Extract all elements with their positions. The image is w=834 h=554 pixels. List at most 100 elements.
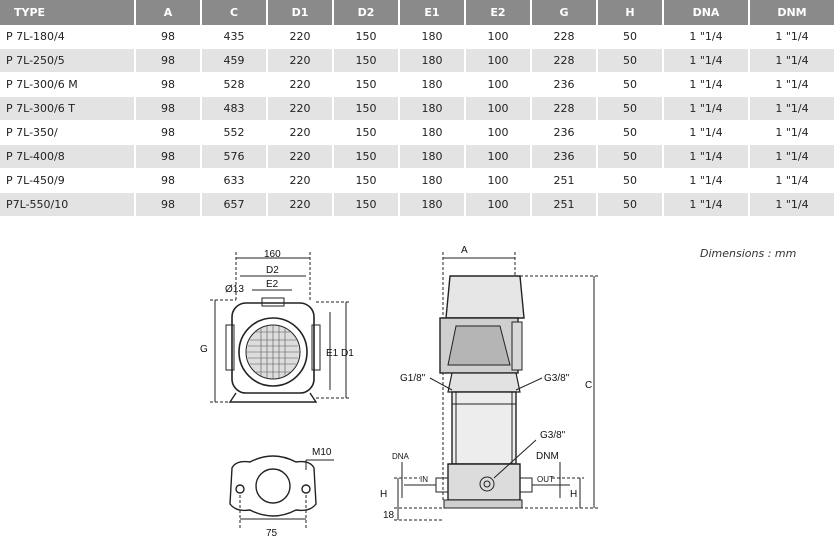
- table-cell-dna: 1 "1/4: [663, 25, 750, 49]
- table-cell-e2: 100: [465, 96, 532, 121]
- table-cell-d2: 150: [333, 25, 400, 49]
- table-cell-g: 236: [531, 144, 598, 169]
- table-cell-c: 528: [201, 72, 268, 97]
- flange-view: [229, 455, 334, 528]
- table-cell-g: 251: [531, 192, 598, 217]
- table-cell-e2: 100: [465, 144, 532, 169]
- table-cell-type: P 7L-400/8: [0, 144, 136, 169]
- table-cell-g: 228: [531, 48, 598, 73]
- label-g38-top: G3/8": [544, 373, 570, 384]
- label-160: 160: [264, 249, 281, 260]
- table-cell-a: 98: [135, 168, 202, 193]
- table-cell-e1: 180: [399, 192, 466, 217]
- table-cell-d2: 150: [333, 168, 400, 193]
- table-cell-dnm: 1 "1/4: [749, 72, 834, 97]
- table-cell-dna: 1 "1/4: [663, 144, 750, 169]
- table-cell-type: P7L-550/10: [0, 192, 136, 217]
- table-cell-g: 251: [531, 168, 598, 193]
- pump-technical-drawing: 160 D2 E2 Ø13 G E1 D1 M10 75: [200, 245, 598, 539]
- column-header-c: C: [201, 0, 268, 25]
- table-cell-dnm: 1 "1/4: [749, 48, 834, 73]
- label-m10: M10: [312, 447, 332, 458]
- table-cell-h: 50: [597, 96, 664, 121]
- fan-grille: [247, 325, 299, 379]
- table-cell-d2: 150: [333, 72, 400, 97]
- table-cell-type: P 7L-250/5: [0, 48, 136, 73]
- table-cell-d2: 150: [333, 120, 400, 145]
- table-cell-d1: 220: [267, 120, 334, 145]
- table-cell-dna: 1 "1/4: [663, 120, 750, 145]
- label-h-right: H: [570, 489, 577, 500]
- table-cell-d1: 220: [267, 72, 334, 97]
- table-cell-e1: 180: [399, 25, 466, 49]
- table-cell-g: 228: [531, 25, 598, 49]
- table-cell-dna: 1 "1/4: [663, 48, 750, 73]
- table-cell-dnm: 1 "1/4: [749, 144, 834, 169]
- table-cell-d2: 150: [333, 192, 400, 217]
- table-cell-type: P 7L-350/: [0, 120, 136, 145]
- table-cell-c: 657: [201, 192, 268, 217]
- table-cell-e1: 180: [399, 72, 466, 97]
- table-cell-e2: 100: [465, 72, 532, 97]
- table-cell-type: P 7L-300/6 M: [0, 72, 136, 97]
- table-cell-a: 98: [135, 48, 202, 73]
- label-d2: D2: [266, 265, 279, 276]
- table-cell-e2: 100: [465, 25, 532, 49]
- column-header-g: G: [531, 0, 598, 25]
- column-header-e2: E2: [465, 0, 532, 25]
- table-cell-d1: 220: [267, 25, 334, 49]
- table-cell-type: P 7L-450/9: [0, 168, 136, 193]
- table-cell-a: 98: [135, 192, 202, 217]
- table-cell-h: 50: [597, 120, 664, 145]
- dimensions-note: Dimensions : mm: [700, 247, 797, 260]
- table-cell-e2: 100: [465, 192, 532, 217]
- table-cell-d2: 150: [333, 48, 400, 73]
- table-cell-dnm: 1 "1/4: [749, 25, 834, 49]
- label-c: C: [585, 380, 592, 391]
- column-header-d1: D1: [267, 0, 334, 25]
- label-dna: DNA: [392, 452, 410, 461]
- column-header-dnm: DNM: [749, 0, 834, 25]
- column-header-d2: D2: [333, 0, 400, 25]
- label-g-top: G: [200, 344, 208, 355]
- label-e1-d1: E1 D1: [326, 348, 354, 359]
- table-cell-dna: 1 "1/4: [663, 72, 750, 97]
- table-cell-a: 98: [135, 25, 202, 49]
- table-cell-c: 552: [201, 120, 268, 145]
- table-cell-h: 50: [597, 48, 664, 73]
- table-cell-c: 459: [201, 48, 268, 73]
- label-a: A: [461, 245, 468, 256]
- table-cell-d1: 220: [267, 96, 334, 121]
- table-cell-e2: 100: [465, 120, 532, 145]
- label-18: 18: [383, 510, 395, 521]
- column-header-h: H: [597, 0, 664, 25]
- table-cell-e2: 100: [465, 48, 532, 73]
- table-cell-h: 50: [597, 168, 664, 193]
- table-cell-a: 98: [135, 144, 202, 169]
- side-view: [394, 252, 598, 521]
- label-g18: G1/8": [400, 373, 426, 384]
- column-header-dna: DNA: [663, 0, 750, 25]
- label-out: OUT: [537, 475, 554, 484]
- column-header-type: TYPE: [0, 0, 136, 25]
- label-g38-mid: G3/8": [540, 430, 566, 441]
- table-cell-e1: 180: [399, 120, 466, 145]
- table-cell-d1: 220: [267, 48, 334, 73]
- table-cell-d1: 220: [267, 192, 334, 217]
- table-cell-d1: 220: [267, 144, 334, 169]
- label-h-left: H: [380, 489, 387, 500]
- table-cell-dna: 1 "1/4: [663, 192, 750, 217]
- table-cell-e1: 180: [399, 144, 466, 169]
- table-cell-h: 50: [597, 72, 664, 97]
- table-cell-type: P 7L-180/4: [0, 25, 136, 49]
- column-header-a: A: [135, 0, 202, 25]
- label-dnm: DNM: [536, 451, 559, 462]
